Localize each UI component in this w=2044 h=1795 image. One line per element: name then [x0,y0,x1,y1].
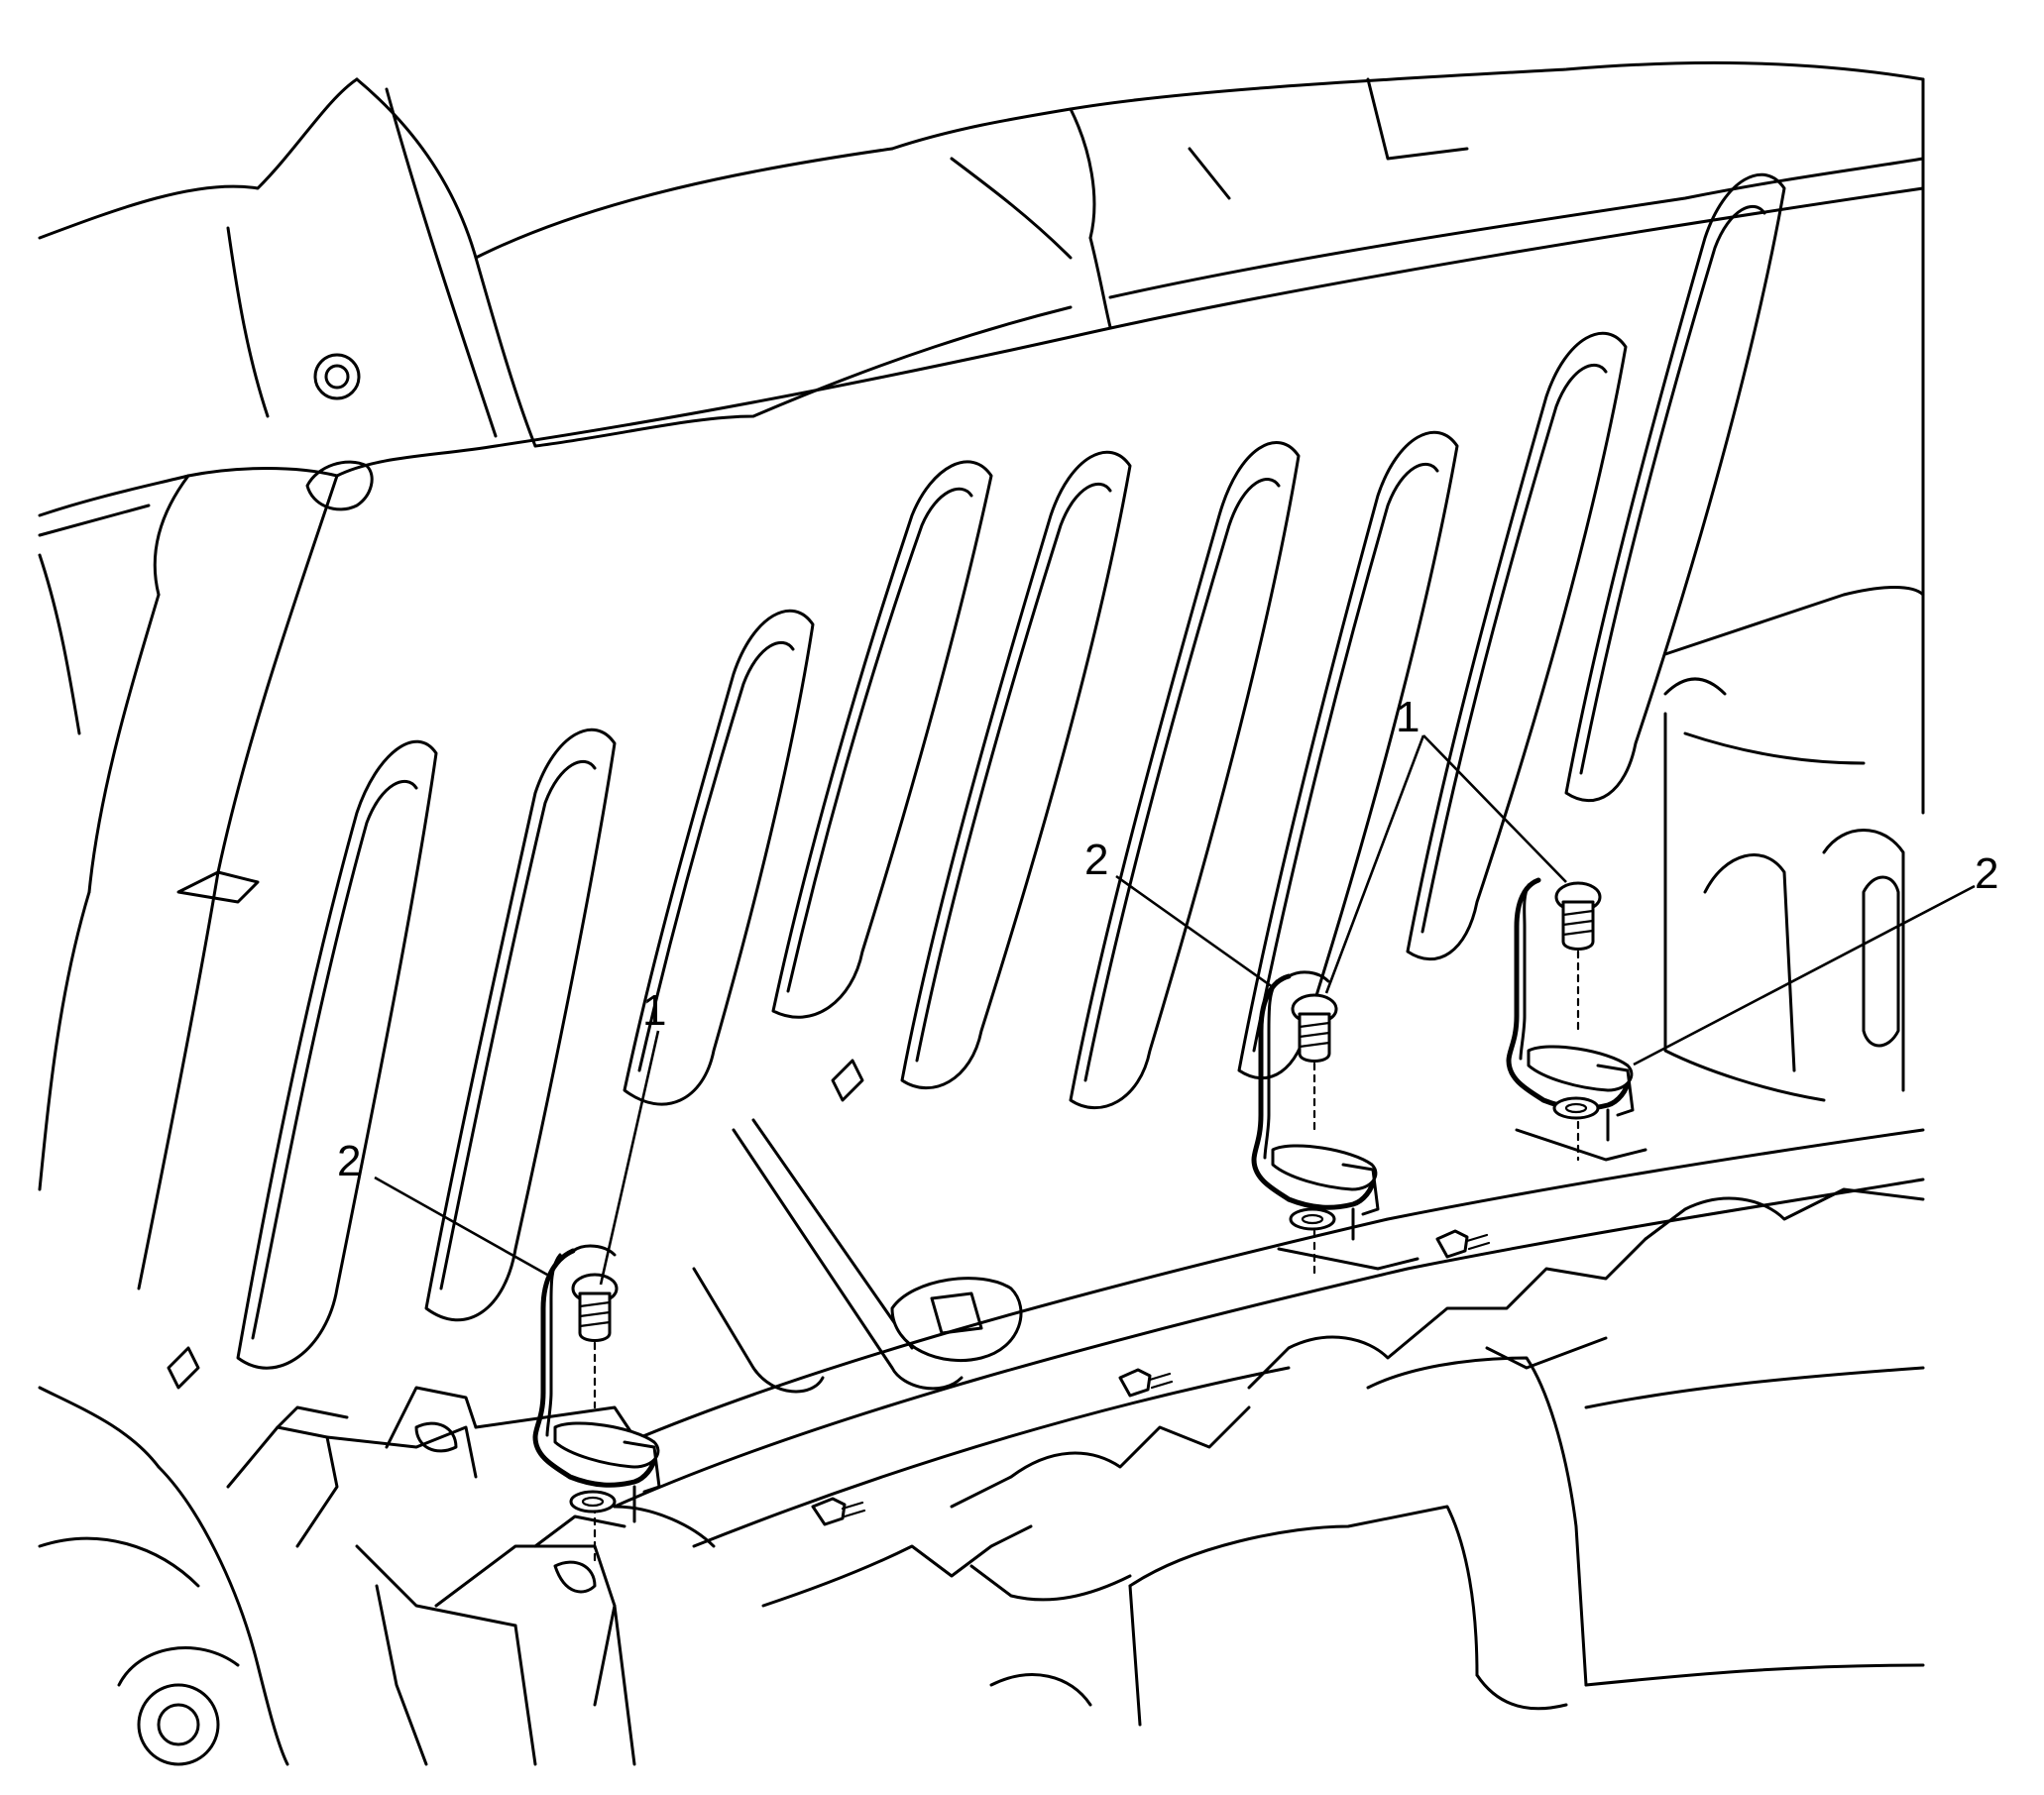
bracket-icon [1251,970,1380,1241]
bolt-icon [571,1273,619,1342]
leader-1-left [599,1030,660,1286]
leader-1-right [1422,734,1567,883]
bracket-assembly-middle [1251,970,1419,1281]
washer-icon [569,1490,617,1514]
callout-2-right: 2 [1975,849,1998,898]
leader-2-right [1633,884,1976,1066]
callouts: 1 2 2 1 2 [337,693,1998,1286]
vehicle-body-structure [38,60,1925,1766]
bracket-icon [532,1244,661,1523]
bolt-icon [1291,993,1338,1063]
bracket-assembly-right [1506,877,1647,1162]
callout-1-right: 1 [1396,693,1419,741]
leader-2-middle [1115,874,1274,989]
bracket-icon [1506,877,1635,1142]
bolt-icon [1554,881,1602,951]
washer-icon [1552,1096,1600,1120]
washer-icon [1289,1207,1336,1231]
floor-fasteners [811,1229,1491,1526]
callout-2-middle: 2 [1084,836,1108,884]
callout-1-left: 1 [642,986,666,1035]
leader-2-left [374,1176,548,1277]
bracket-assembly-left [532,1244,661,1568]
leader-1-middle [1324,734,1425,994]
callout-2-left: 2 [337,1137,361,1185]
